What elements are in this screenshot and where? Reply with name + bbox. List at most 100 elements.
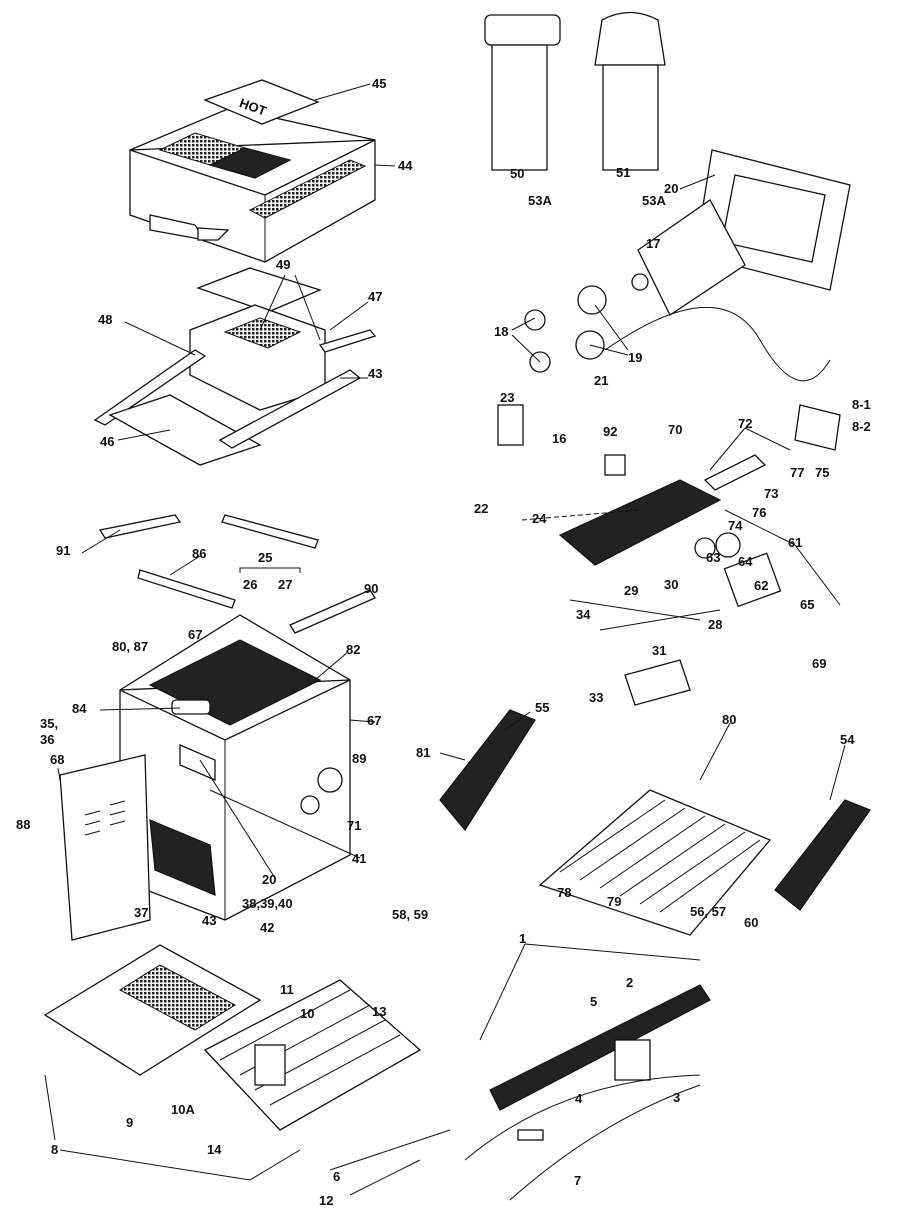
label: 67 bbox=[367, 713, 381, 728]
label: 23 bbox=[500, 390, 514, 405]
label: 84 bbox=[72, 701, 87, 716]
label: 24 bbox=[532, 511, 547, 526]
pilot-assembly bbox=[464, 984, 711, 1201]
vent-stack-51 bbox=[594, 11, 666, 171]
label: 10 bbox=[300, 1006, 314, 1021]
label: 46 bbox=[100, 434, 114, 449]
label: 77 bbox=[790, 465, 804, 480]
label: 60 bbox=[744, 915, 758, 930]
label: 62 bbox=[754, 578, 768, 593]
label: 37 bbox=[134, 905, 148, 920]
top-cover-44 bbox=[129, 107, 376, 263]
label: 22 bbox=[474, 501, 488, 516]
label: 53A bbox=[528, 193, 552, 208]
label: 5 bbox=[590, 994, 597, 1009]
label: 12 bbox=[319, 1193, 333, 1208]
label: 18 bbox=[494, 324, 508, 339]
label: 11 bbox=[280, 982, 294, 997]
label: 14 bbox=[207, 1142, 222, 1157]
label: 41 bbox=[352, 851, 366, 866]
label: 10A bbox=[171, 1102, 195, 1117]
label: 35, bbox=[40, 716, 58, 731]
label: 27 bbox=[278, 577, 292, 592]
label: 26 bbox=[243, 577, 257, 592]
label: 8-2 bbox=[852, 419, 871, 434]
label: 92 bbox=[603, 424, 617, 439]
label: 72 bbox=[738, 416, 752, 431]
label: 34 bbox=[576, 607, 591, 622]
label: 16 bbox=[552, 431, 566, 446]
label: 58, 59 bbox=[392, 907, 428, 922]
label: 21 bbox=[594, 373, 608, 388]
label: 4 bbox=[575, 1091, 583, 1106]
label: 51 bbox=[616, 165, 630, 180]
label: 68 bbox=[50, 752, 64, 767]
access-door-88 bbox=[59, 754, 151, 941]
label: 20 bbox=[664, 181, 678, 196]
label: 2 bbox=[626, 975, 633, 990]
label: 9 bbox=[126, 1115, 133, 1130]
heater-cabinet bbox=[98, 514, 376, 921]
label: 53A bbox=[642, 193, 666, 208]
label: 70 bbox=[668, 422, 682, 437]
label: 80 bbox=[722, 712, 736, 727]
label: 30 bbox=[664, 577, 678, 592]
label: 50 bbox=[510, 166, 524, 181]
label: 82 bbox=[346, 642, 360, 657]
label: 1 bbox=[519, 931, 526, 946]
label: 31 bbox=[652, 643, 666, 658]
heat-exchanger bbox=[439, 709, 871, 936]
label: 29 bbox=[624, 583, 638, 598]
label: 91 bbox=[56, 543, 70, 558]
label: 48 bbox=[98, 312, 112, 327]
label: 33 bbox=[589, 690, 603, 705]
label: 45 bbox=[372, 76, 386, 91]
label: 19 bbox=[628, 350, 642, 365]
burner-tray bbox=[43, 944, 451, 1196]
label: 67 bbox=[188, 627, 202, 642]
label: 56, 57 bbox=[690, 904, 726, 919]
label: 75 bbox=[815, 465, 829, 480]
label: 43 bbox=[368, 366, 382, 381]
label: 86 bbox=[192, 546, 206, 561]
part-labels: 45 44 49 47 48 43 46 50 53A 51 53A 20 17… bbox=[16, 76, 871, 1208]
label: 28 bbox=[708, 617, 722, 632]
label: 81 bbox=[416, 745, 430, 760]
label: 6 bbox=[333, 1169, 340, 1184]
label: 13 bbox=[372, 1004, 386, 1019]
label: 80, 87 bbox=[112, 639, 148, 654]
label: 69 bbox=[812, 656, 826, 671]
label: 55 bbox=[535, 700, 549, 715]
inner-top-assembly bbox=[93, 267, 377, 466]
label: 76 bbox=[752, 505, 766, 520]
label: 79 bbox=[607, 894, 621, 909]
label: 36 bbox=[40, 732, 54, 747]
label: 17 bbox=[646, 236, 660, 251]
label: 49 bbox=[276, 257, 290, 272]
label: 25 bbox=[258, 550, 272, 565]
label: 42 bbox=[260, 920, 274, 935]
label: 89 bbox=[352, 751, 366, 766]
label: 65 bbox=[800, 597, 814, 612]
label: 38,39,40 bbox=[242, 896, 293, 911]
label: 7 bbox=[574, 1173, 581, 1188]
label: 73 bbox=[764, 486, 778, 501]
leader-lines bbox=[44, 83, 846, 1181]
label: 47 bbox=[368, 289, 382, 304]
label: 64 bbox=[738, 554, 753, 569]
label: 63 bbox=[706, 550, 720, 565]
label: 90 bbox=[364, 581, 378, 596]
label: 74 bbox=[728, 518, 743, 533]
label: 78 bbox=[557, 885, 571, 900]
vent-stack-50 bbox=[484, 14, 561, 171]
label: 44 bbox=[398, 158, 413, 173]
label: 88 bbox=[16, 817, 30, 832]
label: 8-1 bbox=[852, 397, 871, 412]
manifold-61 bbox=[497, 404, 841, 706]
label: 54 bbox=[840, 732, 855, 747]
label: 3 bbox=[673, 1090, 680, 1105]
label: 8 bbox=[51, 1142, 58, 1157]
label: 43 bbox=[202, 913, 216, 928]
